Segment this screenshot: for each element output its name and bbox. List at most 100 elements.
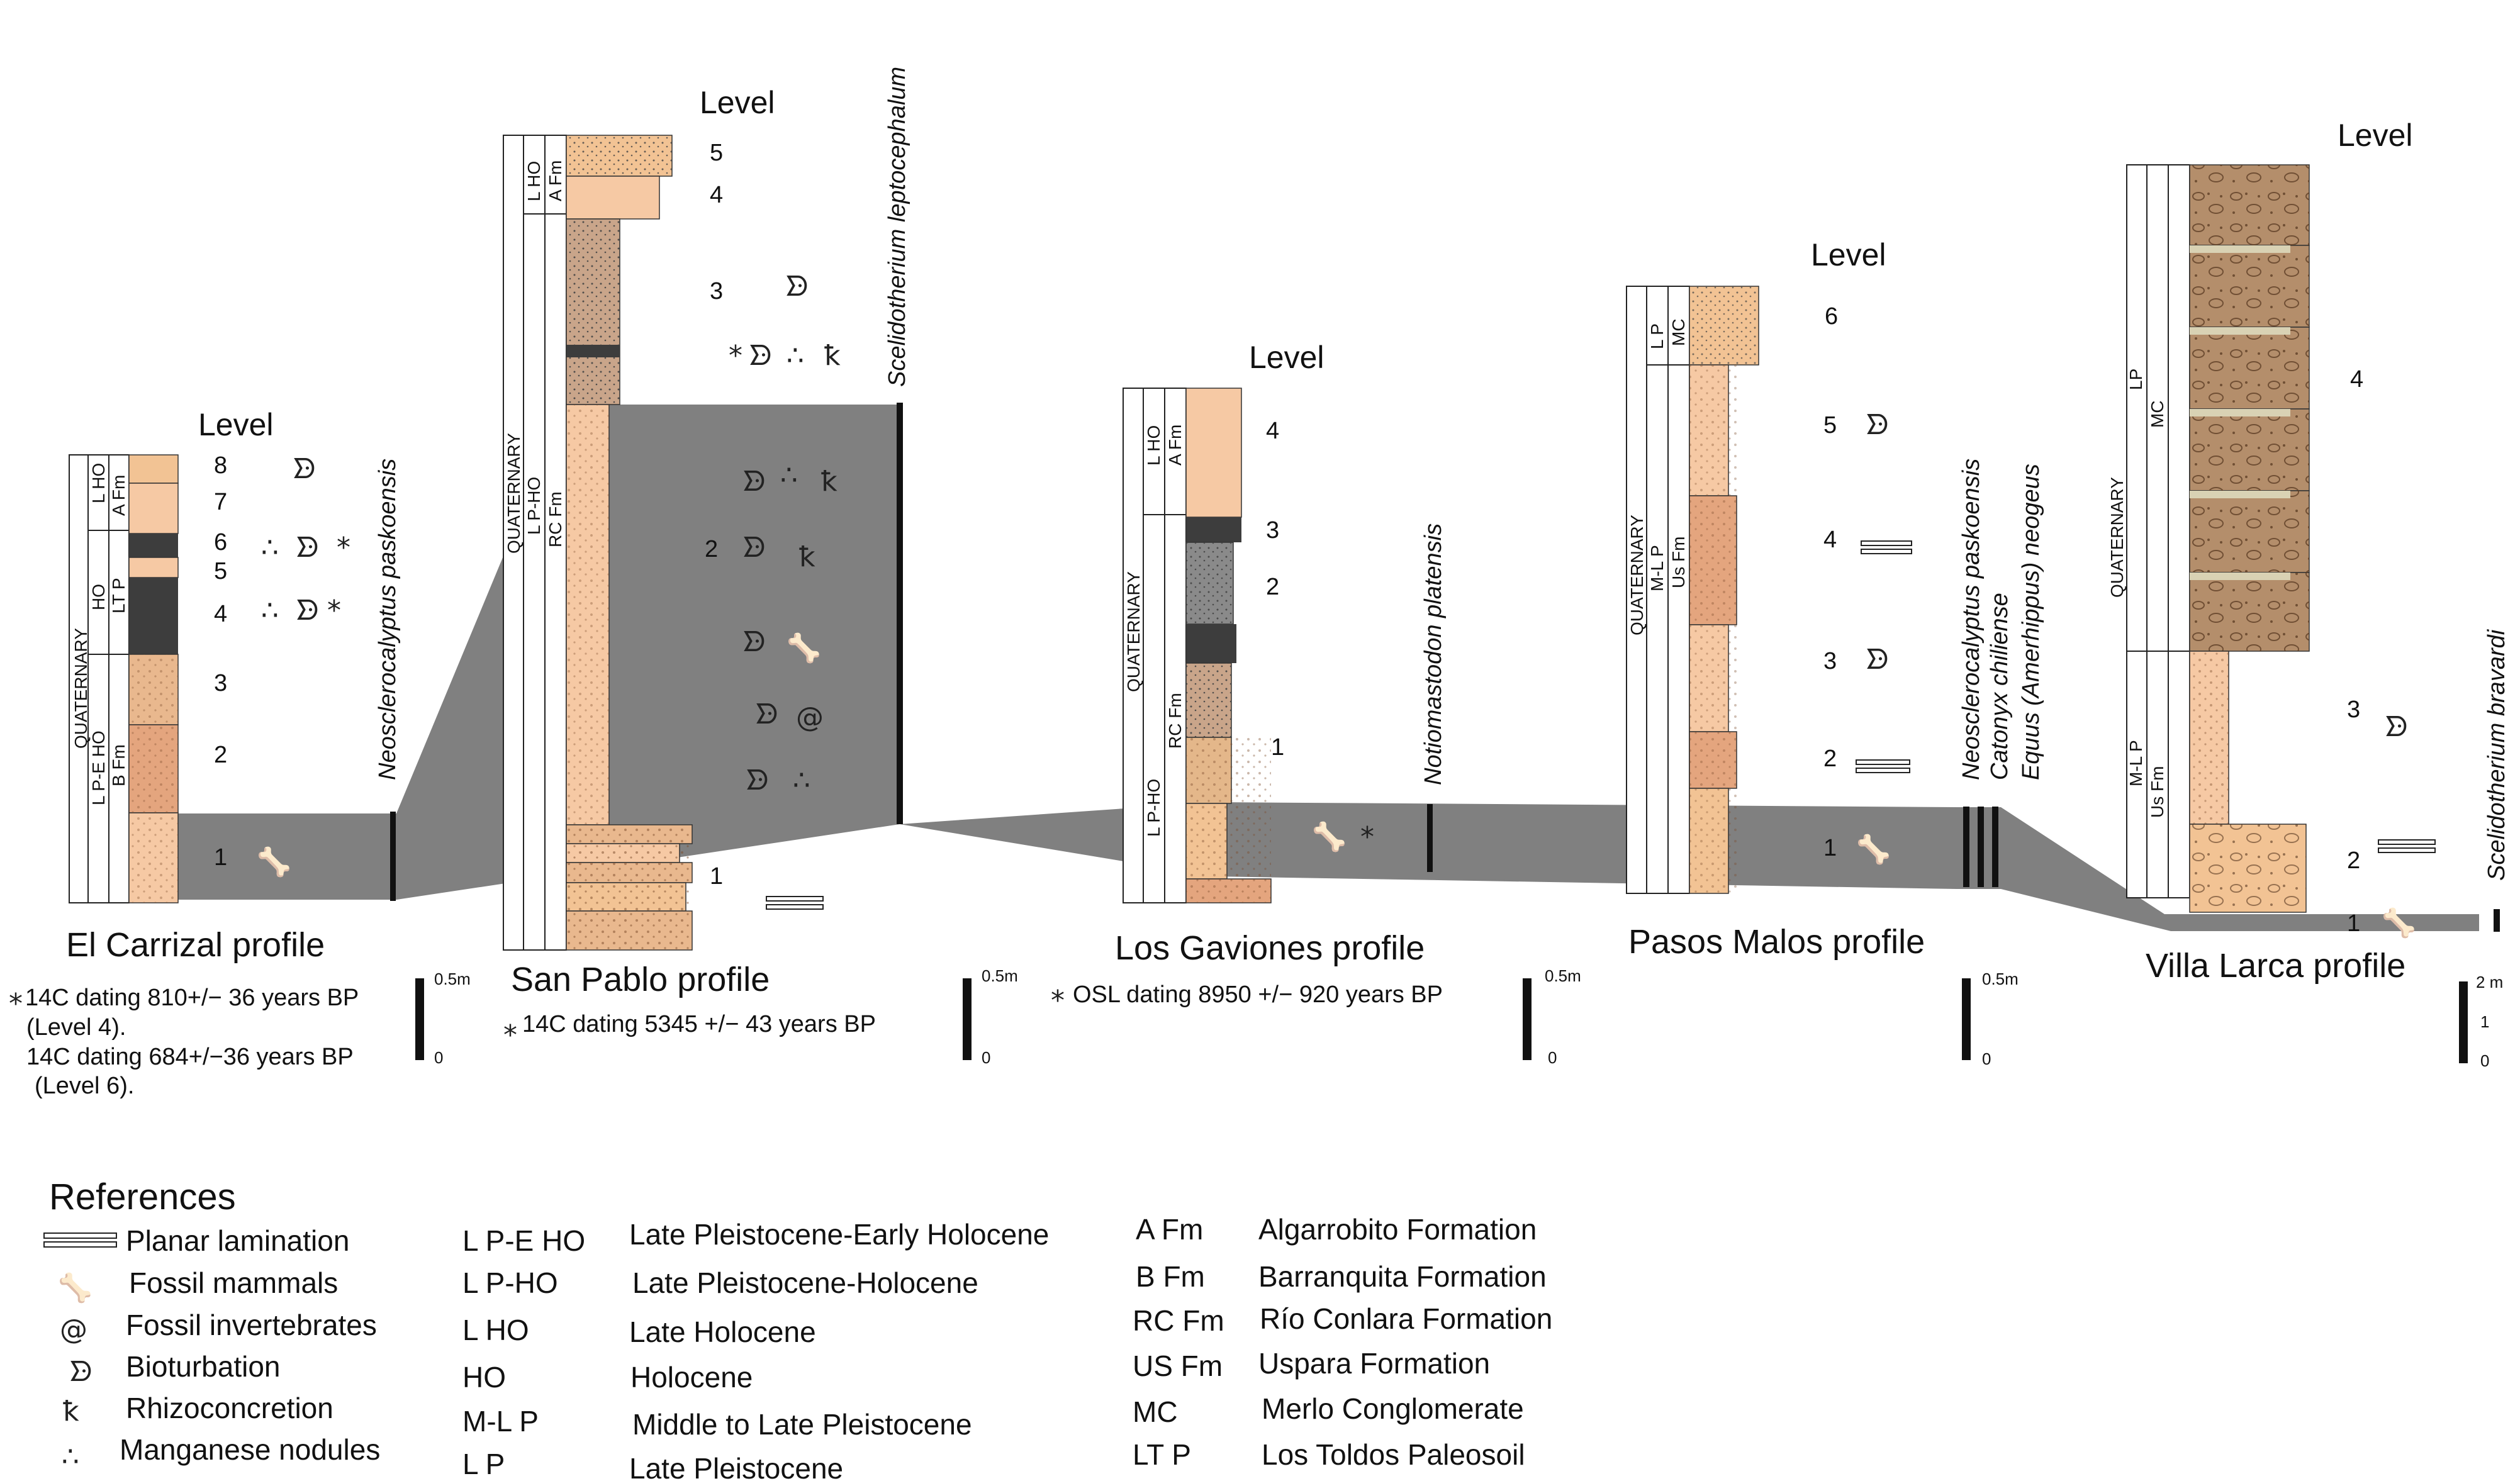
stratigraphy-label: QUATERNARY xyxy=(1124,571,1143,692)
dating-text: OSL dating 8950 +/− 920 years BP xyxy=(1073,981,1443,1008)
san-pablo-profile: QUATERNARY L HO A Fm L P-HO RC Fm Level … xyxy=(503,67,1018,1067)
level-label: 4 xyxy=(710,182,723,208)
dating-text: 14C dating 5345 +/− 43 years BP xyxy=(522,1011,876,1037)
correlation-line xyxy=(2494,909,2500,932)
level-label: 4 xyxy=(2350,366,2363,393)
rhizoconcretion-icon: ꝁ xyxy=(799,541,815,573)
rhizoconcretion-icon: ꝁ xyxy=(824,340,841,372)
level-header: Level xyxy=(700,85,775,120)
profile-title: San Pablo profile xyxy=(511,961,770,998)
los-gaviones-profile: QUATERNARY L HO A Fm L P-HO RC Fm Level … xyxy=(1051,340,1581,1067)
planar-lamination-icon xyxy=(766,904,824,910)
planar-lamination-icon xyxy=(2378,839,2436,845)
level-label: 5 xyxy=(710,140,723,166)
el-carrizal-profile: QUATERNARY L HO A Fm HO LT P L P-E HO B … xyxy=(9,407,471,1099)
level-label: 1 xyxy=(214,844,227,871)
asterisk-icon: * xyxy=(503,1019,517,1051)
asterisk-icon: * xyxy=(9,988,23,1020)
level-label: 3 xyxy=(1266,517,1279,544)
stratigraphy-label: A Fm xyxy=(546,160,565,201)
formation-name: Río Conlara Formation xyxy=(1260,1302,1552,1335)
fossil-mammal-icon: 🦴 xyxy=(2382,906,2416,939)
age-abbr: L HO xyxy=(462,1314,529,1346)
planar-lamination-icon xyxy=(766,896,824,902)
scale-label: 0.5m xyxy=(1982,970,2019,988)
stratigraphy-label: L P-E HO xyxy=(89,730,108,805)
correlation-line xyxy=(390,812,396,901)
formation-name: Barranquita Formation xyxy=(1258,1260,1547,1293)
level-label: 4 xyxy=(214,601,227,627)
stratigraphy-label: LP xyxy=(2126,369,2146,390)
planar-lamination-icon xyxy=(1861,540,1912,546)
scale-label: 0.5m xyxy=(982,966,1018,985)
planar-lamination-icon xyxy=(43,1232,117,1239)
stratigraphy-label: L HO xyxy=(89,463,108,503)
bioturbation-icon: ᗦ xyxy=(742,626,766,658)
profile-title: Pasos Malos profile xyxy=(1628,923,1925,961)
formation-abbr: LT P xyxy=(1133,1438,1191,1471)
scale-label: 0 xyxy=(982,1048,990,1067)
species-label: Neosclerocalyptus paskoensis xyxy=(374,459,401,780)
level-label: 2 xyxy=(705,536,718,562)
correlation-line xyxy=(1963,807,1969,887)
fossil-mammal-icon: 🦴 xyxy=(787,631,821,664)
rhizoconcretion-icon: ꝁ xyxy=(821,466,837,498)
bioturbation-icon: ᗦ xyxy=(296,532,319,564)
dating-text: 14C dating 810+/− 36 years BP xyxy=(25,985,359,1011)
level-label: 6 xyxy=(214,529,227,556)
fossil-mammal-icon: 🦴 xyxy=(58,1271,92,1304)
formation-name: Merlo Conglomerate xyxy=(1262,1392,1524,1425)
correlation-line xyxy=(1427,804,1433,872)
level-label: 1 xyxy=(710,863,723,890)
manganese-nodules-icon: ∴ xyxy=(62,1441,79,1473)
level-label: 6 xyxy=(1825,303,1838,330)
species-label: Notiomastodon platensis xyxy=(1420,523,1447,785)
correlation-line xyxy=(1992,807,1998,887)
references-legend: References 🦴 @ ᗦ ꝁ ∴ Planar lamination F… xyxy=(43,1176,1552,1481)
level-label: 1 xyxy=(2347,910,2360,937)
legend-symbol-label: Fossil invertebrates xyxy=(126,1309,377,1341)
level-label: 5 xyxy=(214,558,227,584)
scale-bar xyxy=(963,978,972,1060)
age-abbr: L P-E HO xyxy=(462,1224,585,1257)
stratigraphy-label: L HO xyxy=(524,161,544,201)
scale-label: 2 m xyxy=(2476,973,2503,992)
profile-title: Villa Larca profile xyxy=(2146,947,2405,985)
legend-symbol-label: Manganese nodules xyxy=(120,1433,380,1466)
species-label: Scelidotherium bravardi xyxy=(2484,629,2510,881)
stratigraphy-label: RC Fm xyxy=(546,491,565,547)
stratigraphy-label: B Fm xyxy=(109,744,128,786)
formation-abbr: MC xyxy=(1133,1395,1178,1428)
age-name: Late Pleistocene xyxy=(629,1452,843,1481)
level-label: 2 xyxy=(1266,574,1279,600)
bioturbation-icon: ᗦ xyxy=(1866,644,1889,676)
scale-label: 0.5m xyxy=(434,970,471,988)
age-name: Middle to Late Pleistocene xyxy=(632,1408,972,1441)
manganese-nodules-icon: ∴ xyxy=(780,459,798,491)
scale-label: 0 xyxy=(434,1048,443,1067)
level-label: 2 xyxy=(214,742,227,768)
level-label: 3 xyxy=(710,278,723,305)
bioturbation-icon: ᗦ xyxy=(296,595,319,627)
level-label: 3 xyxy=(2347,696,2360,723)
bioturbation-icon: ᗦ xyxy=(749,340,772,372)
manganese-nodules-icon: ∴ xyxy=(787,340,804,372)
fossil-invertebrate-icon: @ xyxy=(796,701,824,734)
level-label: 4 xyxy=(1823,527,1837,553)
correlation-band-san-pablo xyxy=(566,405,900,824)
scale-label: 0 xyxy=(1548,1048,1557,1067)
stratigraphy-label: Us Fm xyxy=(1669,537,1688,588)
legend-symbol-label: Bioturbation xyxy=(126,1350,281,1383)
bioturbation-icon: ᗦ xyxy=(742,532,766,564)
stratigraphy-label: HO xyxy=(89,584,108,610)
stratigraphy-label: L P xyxy=(1647,323,1667,349)
asterisk-icon: * xyxy=(337,532,350,564)
scale-bar xyxy=(1523,978,1532,1060)
stratigraphy-label: QUATERNARY xyxy=(1627,515,1647,635)
level-label: 4 xyxy=(1266,418,1279,444)
bioturbation-icon: ᗦ xyxy=(785,271,809,303)
fossil-mammal-icon: 🦴 xyxy=(257,845,291,878)
level-label: 3 xyxy=(214,670,227,696)
dating-text: (Level 4). xyxy=(26,1014,126,1041)
